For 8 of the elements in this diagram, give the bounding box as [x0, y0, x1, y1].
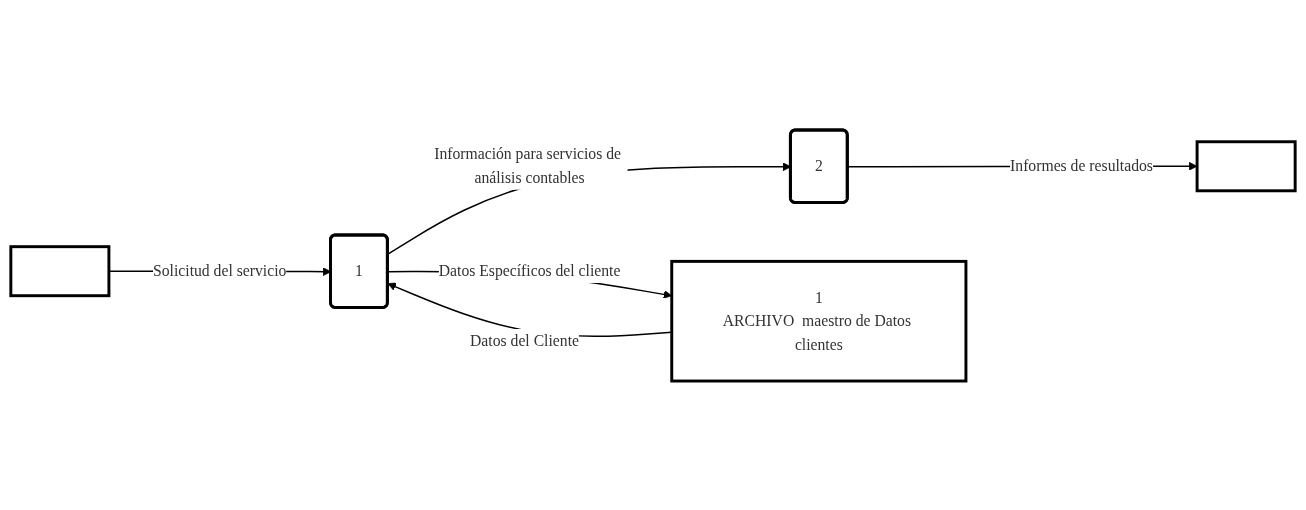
node-box	[9, 244, 111, 297]
edge-label: Solicitud del servicio	[153, 261, 287, 279]
edge-label: Información para servicios de análisis contables	[434, 145, 622, 186]
node-box: 1 ARCHIVO maestro de Datos clientes	[670, 259, 968, 382]
edge-label: Informes de resultados	[1010, 156, 1153, 174]
edge-label: Datos del Cliente	[470, 331, 579, 348]
edge-label: Datos Específicos del cliente	[438, 261, 621, 279]
node-box	[1195, 139, 1297, 192]
